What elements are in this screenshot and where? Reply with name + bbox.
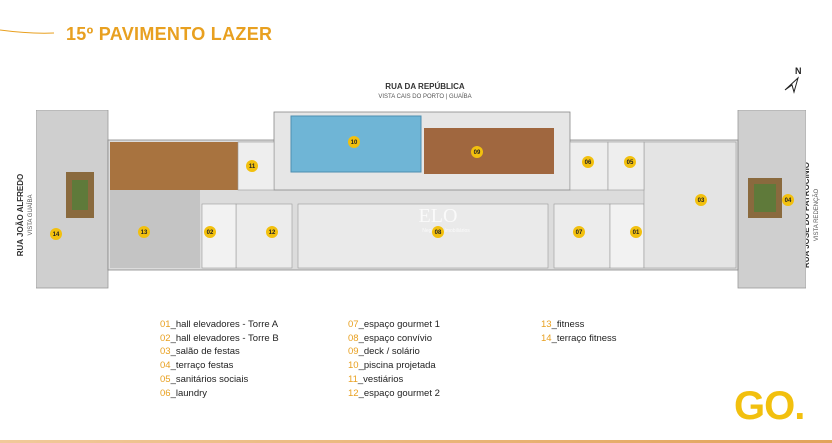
marker-label: 13 [141,230,148,236]
marker-11 [246,160,258,172]
legend-label: _laundry [170,387,208,399]
terrace-fitness-planter [72,180,88,210]
legend-label: _terraço fitness [551,332,617,344]
marker-01 [630,226,642,238]
legend-number: 04 [160,360,171,372]
marker-label: 05 [627,160,634,166]
marker-label: 12 [269,230,276,236]
legend-item: 13_fitness [541,318,617,332]
watermark-text: ELO [419,205,458,227]
legend-label: _deck / solário [358,346,420,358]
legend-label: _piscina projetada [358,360,436,372]
legend-number: 05 [160,373,171,385]
marker-03 [695,194,707,206]
street-view-left: VISTA GUAÍBA [28,194,34,236]
legend-label: _espaço gourmet 1 [358,319,440,330]
legend-number: 08 [348,332,359,344]
compass-icon: N [784,66,802,94]
marker-label: 08 [435,230,442,236]
legend-item: 03_salão de festas [160,345,279,359]
legend-item: 10_piscina projetada [348,359,440,373]
marker-05 [624,156,636,168]
floor-plan: ELO Negócios Imobiliários 10 11 09 06 05 03 04… [36,110,806,289]
legend-label: _terraço festas [170,360,234,372]
marker-label: 10 [351,140,358,146]
marker-label: 14 [53,232,60,238]
marker-08 [432,226,444,238]
marker-label: 03 [698,198,705,204]
legend-number: 09 [348,346,359,358]
marker-12 [266,226,278,238]
legend-item: 04_terraço festas [160,359,279,373]
street-name-top: RUA DA REPÚBLICA [385,82,465,91]
bottom-accent-bar [0,440,832,443]
legend-label: _sanitários sociais [170,373,249,385]
marker-04 [782,194,794,206]
marker-label: 06 [585,160,592,166]
salao-festas-room [643,141,737,269]
legend-item: 05_sanitários sociais [160,373,279,387]
decorative-curve [0,29,55,34]
legend-item: 02_hall elevadores - Torre B [160,332,279,346]
street-label-left: RUA JOÃO ALFREDO VISTA GUAÍBA [16,155,36,275]
marker-09 [471,146,483,158]
legend-number: 07 [348,319,359,330]
deck [424,128,554,174]
legend-number: 14 [541,332,552,344]
marker-14 [50,228,62,240]
marker-13 [138,226,150,238]
brand-logo: GO. [734,384,805,428]
legend-number: 10 [348,360,359,372]
legend-item: 12_espaço gourmet 2 [348,387,440,401]
legend-label: _salão de festas [170,346,240,358]
marker-label: 11 [249,164,256,170]
legend-label: _hall elevadores - Torre B [170,332,279,344]
legend-item: 11_vestiários [348,373,440,387]
street-view-top: VISTA CAIS DO PORTO | GUAÍBA [378,94,472,100]
fitness-floor [110,142,238,190]
gourmet-2-room [235,203,293,269]
terrace-festas-planter [754,184,776,212]
watermark-sub: Negócios Imobiliários [422,228,470,234]
marker-label: 04 [785,198,792,204]
page-title: 15º PAVIMENTO LAZER [66,24,273,44]
marker-07 [573,226,585,238]
legend-label: _vestiários [357,373,404,385]
area-markers: 10 11 09 06 05 03 04 14 13 02 12 08 07 01 [50,136,794,240]
legend-label: _hall elevadores - Torre A [170,319,279,330]
street-name-left: RUA JOÃO ALFREDO [16,173,25,257]
street-label-top: RUA DA REPÚBLICA VISTA CAIS DO PORTO | G… [330,82,520,102]
legend-item: 01_hall elevadores - Torre A [160,318,279,332]
legend-number: 01 [160,319,171,330]
marker-10 [348,136,360,148]
marker-label: 07 [576,230,583,236]
legend-number: 11 [348,373,358,385]
legend-number: 13 [541,319,552,330]
street-view-right: VISTA REDENÇÃO [814,188,820,242]
legend-label: _espaço gourmet 2 [358,387,440,399]
marker-02 [204,226,216,238]
compass-label: N [795,66,802,76]
legend-number: 06 [160,387,171,399]
convivio-hall [297,203,549,269]
legend-label: _fitness [551,319,585,330]
legend-item: 09_deck / solário [348,345,440,359]
marker-label: 02 [207,230,214,236]
marker-06 [582,156,594,168]
legend-number: 12 [348,387,359,399]
legend-item: 08_espaço convívio [348,332,440,346]
marker-label: 09 [474,150,481,156]
legend-label: _espaço convívio [358,332,432,344]
legend-item: 06_laundry [160,387,279,401]
marker-label: 01 [633,230,640,236]
legend-number: 03 [160,346,171,358]
legend-item: 07_espaço gourmet 1 [348,318,440,332]
legend-item: 14_terraço fitness [541,332,617,346]
fitness-room [110,190,200,268]
legend-number: 02 [160,332,171,344]
